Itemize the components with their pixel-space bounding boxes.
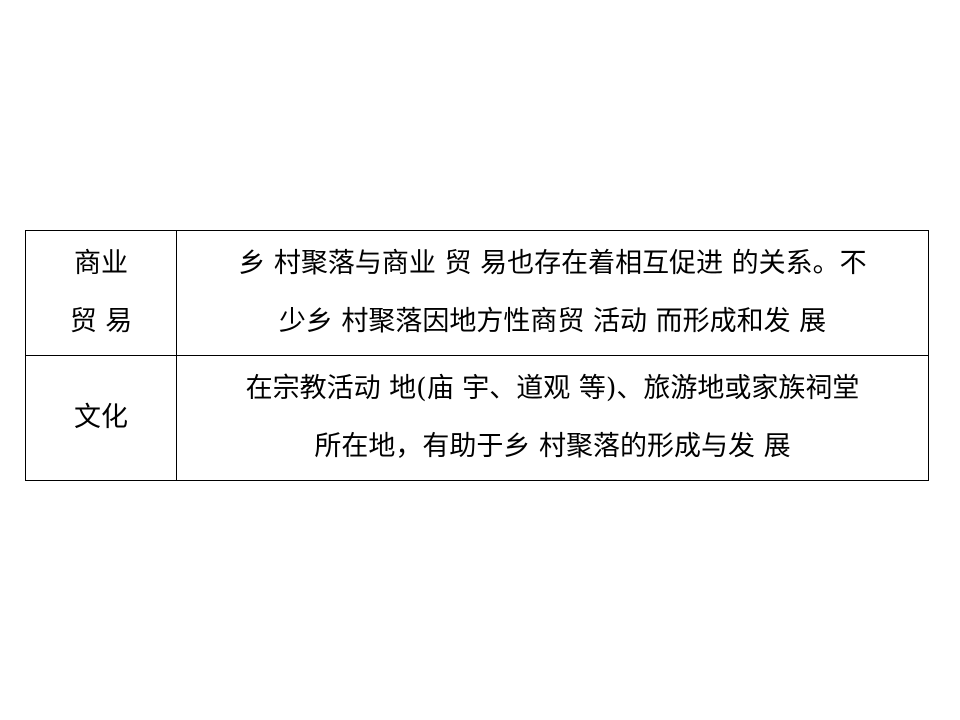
row-label-commerce: 商业 贸 易 <box>25 230 177 356</box>
table-row: 商业 贸 易 乡 村聚落与商业 贸 易也存在着相互促进 的关系。不 少乡 村聚落… <box>25 230 929 356</box>
label-line: 商业 <box>74 248 128 279</box>
row-content-culture: 在宗教活动 地(庙 宇、道观 等)、旅游地或家族祠堂 所在地，有助于乡 村聚落的… <box>176 355 929 481</box>
content-line: 乡 村聚落与商业 贸 易也存在着相互促进 的关系。不 <box>238 248 867 279</box>
label-line: 文化 <box>74 402 128 433</box>
row-content-commerce: 乡 村聚落与商业 贸 易也存在着相互促进 的关系。不 少乡 村聚落因地方性商贸 … <box>176 230 929 356</box>
table-row: 文化 在宗教活动 地(庙 宇、道观 等)、旅游地或家族祠堂 所在地，有助于乡 村… <box>25 355 929 481</box>
content-line: 所在地，有助于乡 村聚落的形成与发 展 <box>314 431 791 462</box>
label-line: 贸 易 <box>69 306 133 337</box>
info-table: 商业 贸 易 乡 村聚落与商业 贸 易也存在着相互促进 的关系。不 少乡 村聚落… <box>25 230 929 481</box>
content-line: 在宗教活动 地(庙 宇、道观 等)、旅游地或家族祠堂 <box>245 373 860 404</box>
content-line: 少乡 村聚落因地方性商贸 活动 而形成和发 展 <box>278 306 827 337</box>
row-label-culture: 文化 <box>25 355 177 481</box>
